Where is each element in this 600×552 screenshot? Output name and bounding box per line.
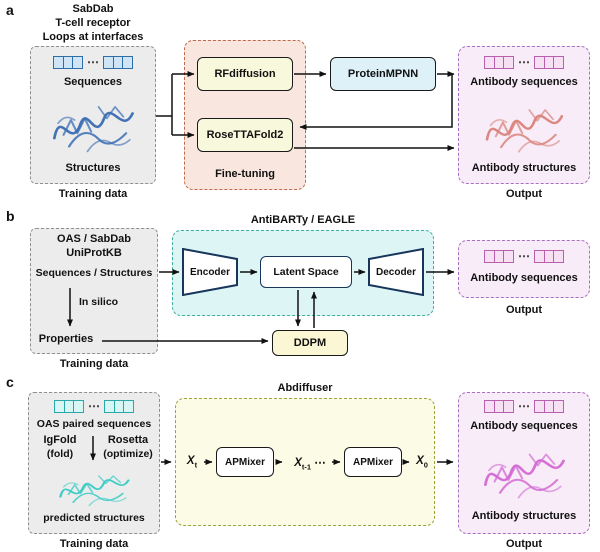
- proteinmpnn-box: ProteinMPNN: [330, 57, 436, 91]
- panel-b-letter: b: [6, 208, 15, 224]
- antibody-sequences-label: Antibody sequences: [470, 272, 578, 284]
- panel-a-header: SabDab T-cell receptor Loops at interfac…: [20, 3, 166, 44]
- panel-a-output-box: [458, 46, 590, 184]
- predicted-structures-label: predicted structures: [43, 512, 145, 524]
- training-data-caption: Training data: [59, 538, 129, 550]
- ellipsis: ⋯: [518, 249, 530, 263]
- x-t-minus-1-label: Xt-1 ⋯: [294, 457, 326, 472]
- in-silico-label: In silico: [79, 296, 119, 308]
- protein-structure-blue-icon: [52, 105, 134, 153]
- sequences-structures-label: Sequences / Structures: [35, 267, 153, 279]
- protein-structure-cyan-icon: [59, 474, 130, 507]
- protein-structure-magenta-icon: [483, 453, 565, 499]
- x-0-label: X0: [416, 455, 428, 470]
- latent-space-box: Latent Space: [260, 256, 352, 288]
- x-t-label: Xt: [186, 455, 198, 470]
- source-line: OAS / SabDab: [57, 233, 131, 245]
- apmixer-box-1: APMixer: [216, 447, 274, 477]
- fine-tuning-caption: Fine-tuning: [215, 168, 275, 180]
- igfold-label: IgFold (fold): [43, 434, 77, 460]
- rosettafold2-box: RoseTTAFold2: [197, 118, 293, 152]
- panel-a-letter: a: [6, 2, 14, 18]
- sequence-blocks-icon: ⋯: [28, 400, 160, 413]
- ellipsis: ⋯: [87, 55, 99, 69]
- header-line: SabDab: [72, 3, 114, 15]
- header-line: T-cell receptor: [55, 16, 131, 29]
- decoder-label: Decoder: [375, 266, 416, 278]
- panel-c-training-box: [28, 392, 160, 534]
- decoder-block: Decoder: [368, 248, 424, 296]
- output-caption: Output: [505, 188, 543, 200]
- ddpm-box: DDPM: [272, 330, 348, 356]
- training-data-caption: Training data: [58, 188, 128, 200]
- antibody-structures-label: Antibody structures: [471, 510, 577, 522]
- ellipsis: ⋯: [518, 55, 530, 69]
- rosetta-label: Rosetta (optimize): [103, 434, 153, 460]
- antibody-sequence-blocks-icon: ⋯: [458, 56, 590, 69]
- source-line: UniProtKB: [66, 247, 122, 259]
- rfdiffusion-box: RFdiffusion: [197, 57, 293, 91]
- panel-c-output-box: [458, 392, 590, 534]
- panel-c-letter: c: [6, 374, 14, 390]
- antibody-sequences-label: Antibody sequences: [470, 420, 578, 432]
- output-caption: Output: [505, 538, 543, 550]
- ellipsis: ⋯: [314, 457, 326, 469]
- oas-paired-sequences-label: OAS paired sequences: [36, 418, 152, 430]
- antibody-structures-label: Antibody structures: [471, 162, 577, 174]
- properties-label: Properties: [38, 333, 94, 345]
- encoder-block: Encoder: [182, 248, 238, 296]
- antibody-sequence-blocks-icon: ⋯: [458, 400, 590, 413]
- antibody-sequence-blocks-icon: ⋯: [458, 250, 590, 263]
- header-line: Loops at interfaces: [42, 30, 144, 43]
- structures-label: Structures: [65, 162, 121, 174]
- ellipsis: ⋯: [88, 399, 100, 413]
- decoder-trapezoid-icon: [368, 248, 424, 296]
- panel-b-output-box: [458, 240, 590, 298]
- encoder-trapezoid-icon: [182, 248, 238, 296]
- panel-a-training-box: [30, 46, 156, 184]
- training-data-caption: Training data: [59, 358, 129, 370]
- apmixer-box-2: APMixer: [344, 447, 402, 477]
- sequences-label: Sequences: [63, 76, 123, 88]
- ellipsis: ⋯: [518, 399, 530, 413]
- sequence-blocks-icon: ⋯: [30, 56, 156, 69]
- output-caption: Output: [505, 304, 543, 316]
- panel-b-training-box: [30, 228, 158, 354]
- antibody-sequences-label: Antibody sequences: [470, 76, 578, 88]
- encoder-label: Encoder: [189, 266, 230, 278]
- panel-b-title: AntiBARTy / EAGLE: [250, 214, 356, 226]
- panel-c-title: Abdiffuser: [277, 382, 333, 394]
- protein-structure-salmon-icon: [485, 108, 564, 154]
